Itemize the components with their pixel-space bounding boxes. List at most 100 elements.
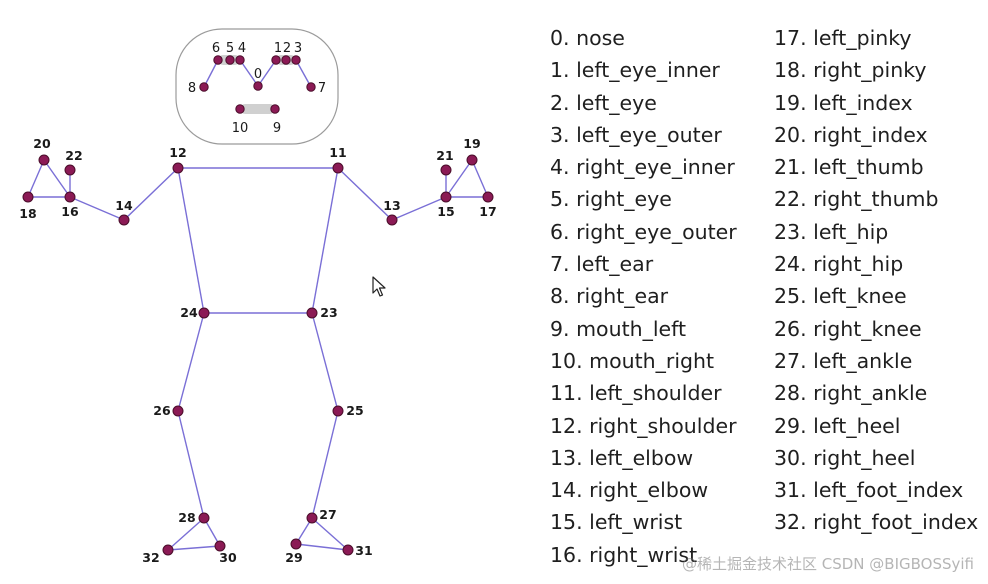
joint-left_hip xyxy=(306,307,318,319)
bone-12-24 xyxy=(177,167,205,314)
legend-item: 26. right_knee xyxy=(774,316,922,341)
joint-right_ear xyxy=(199,82,209,92)
legend-item: 13. left_elbow xyxy=(550,445,694,470)
joint-label: 6 xyxy=(212,41,220,56)
joint-right_pinky xyxy=(22,191,34,203)
joint-right_shoulder xyxy=(172,162,184,174)
legend-item: 12. right_shoulder xyxy=(550,413,737,438)
legend-item: 15. left_wrist xyxy=(550,510,683,535)
joint-right_foot_index xyxy=(162,544,174,556)
bone-16-20 xyxy=(43,159,71,198)
legend-item: 27. left_ankle xyxy=(774,348,913,373)
joint-left_eye_inner xyxy=(271,55,281,65)
legend-item: 7. left_ear xyxy=(550,252,654,277)
joint-label: 14 xyxy=(115,198,133,213)
joint-right_index xyxy=(38,154,50,166)
bone-3-7 xyxy=(295,59,312,88)
joint-right_thumb xyxy=(64,164,76,176)
joint-label: 0 xyxy=(254,67,262,82)
legend-item: 18. right_pinky xyxy=(774,58,927,83)
legend-item: 28. right_ankle xyxy=(774,381,928,406)
joint-right_ankle xyxy=(198,512,210,524)
joint-label: 15 xyxy=(437,204,454,219)
joint-label: 10 xyxy=(232,121,249,136)
mouth-bar xyxy=(240,104,275,114)
joint-right_knee xyxy=(172,405,184,417)
legend-item: 21. left_thumb xyxy=(774,155,924,180)
joint-right_eye_inner xyxy=(235,55,245,65)
joint-label: 11 xyxy=(329,145,346,160)
joint-left_heel xyxy=(290,538,302,550)
joint-left_thumb xyxy=(440,164,452,176)
joint-label: 9 xyxy=(273,121,281,136)
joint-label: 21 xyxy=(436,148,453,163)
joint-label: 12 xyxy=(169,145,186,160)
joint-label: 17 xyxy=(479,204,496,219)
joint-label: 7 xyxy=(318,81,326,96)
joint-label: 27 xyxy=(319,507,336,522)
bone-24-26 xyxy=(177,312,205,412)
bone-18-20 xyxy=(27,159,45,198)
joint-label: 20 xyxy=(33,136,51,151)
joint-label: 23 xyxy=(320,305,337,320)
joint-label: 25 xyxy=(346,403,363,418)
legend-item: 31. left_foot_index xyxy=(774,478,964,503)
joint-label: 5 xyxy=(226,41,234,56)
legend-item: 4. right_eye_inner xyxy=(550,155,735,180)
joint-label: 24 xyxy=(180,305,198,320)
legend-item: 25. left_knee xyxy=(774,284,907,309)
joint-mouth_left xyxy=(270,104,280,114)
joint-label: 18 xyxy=(19,206,36,221)
joint-label: 30 xyxy=(219,550,237,565)
joint-left_ankle xyxy=(306,512,318,524)
legend-item: 22. right_thumb xyxy=(774,187,939,212)
joint-label: 28 xyxy=(178,510,195,525)
legend-item: 8. right_ear xyxy=(550,284,669,309)
joint-left_ear xyxy=(306,82,316,92)
bone-23-25 xyxy=(311,312,339,412)
joint-right_eye_outer xyxy=(213,55,223,65)
bone-27-31 xyxy=(311,517,349,551)
joint-left_foot_index xyxy=(342,544,354,556)
joint-left_eye xyxy=(281,55,291,65)
legend-item: 3. left_eye_outer xyxy=(550,122,722,147)
legend-item: 0. nose xyxy=(550,26,625,50)
bone-0-4 xyxy=(239,59,259,87)
legend-item: 16. right_wrist xyxy=(550,542,698,567)
joint-left_eye_outer xyxy=(291,55,301,65)
bone-25-27 xyxy=(311,410,339,519)
joint-label: 26 xyxy=(153,403,171,418)
joint-label: 31 xyxy=(355,543,372,558)
skeleton-joints xyxy=(22,55,494,556)
legend-item: 23. left_hip xyxy=(774,219,889,244)
joint-label: 29 xyxy=(285,550,302,565)
bone-29-31 xyxy=(295,543,349,551)
joint-right_hip xyxy=(198,307,210,319)
bone-30-32 xyxy=(167,545,221,551)
joint-left_pinky xyxy=(482,191,494,203)
joint-label: 8 xyxy=(188,81,196,96)
joint-mouth_right xyxy=(235,104,245,114)
joint-label: 4 xyxy=(238,41,246,56)
legend-item: 9. mouth_left xyxy=(550,316,687,341)
joint-left_index xyxy=(466,154,478,166)
bone-12-14 xyxy=(123,167,179,221)
legend-item: 2. left_eye xyxy=(550,90,657,115)
legend-item: 10. mouth_right xyxy=(550,348,715,373)
joint-label: 1 xyxy=(274,41,282,56)
joint-label: 22 xyxy=(65,148,82,163)
joint-right_heel xyxy=(214,540,226,552)
bone-11-13 xyxy=(337,167,393,221)
legend-item: 6. right_eye_outer xyxy=(550,219,737,244)
joint-label: 32 xyxy=(142,550,159,565)
legend-item: 32. right_foot_index xyxy=(774,510,979,535)
joint-left_shoulder xyxy=(332,162,344,174)
legend-item: 19. left_index xyxy=(774,90,913,115)
bone-17-19 xyxy=(471,159,489,198)
joint-right_eye xyxy=(225,55,235,65)
legend-item: 30. right_heel xyxy=(774,445,916,470)
